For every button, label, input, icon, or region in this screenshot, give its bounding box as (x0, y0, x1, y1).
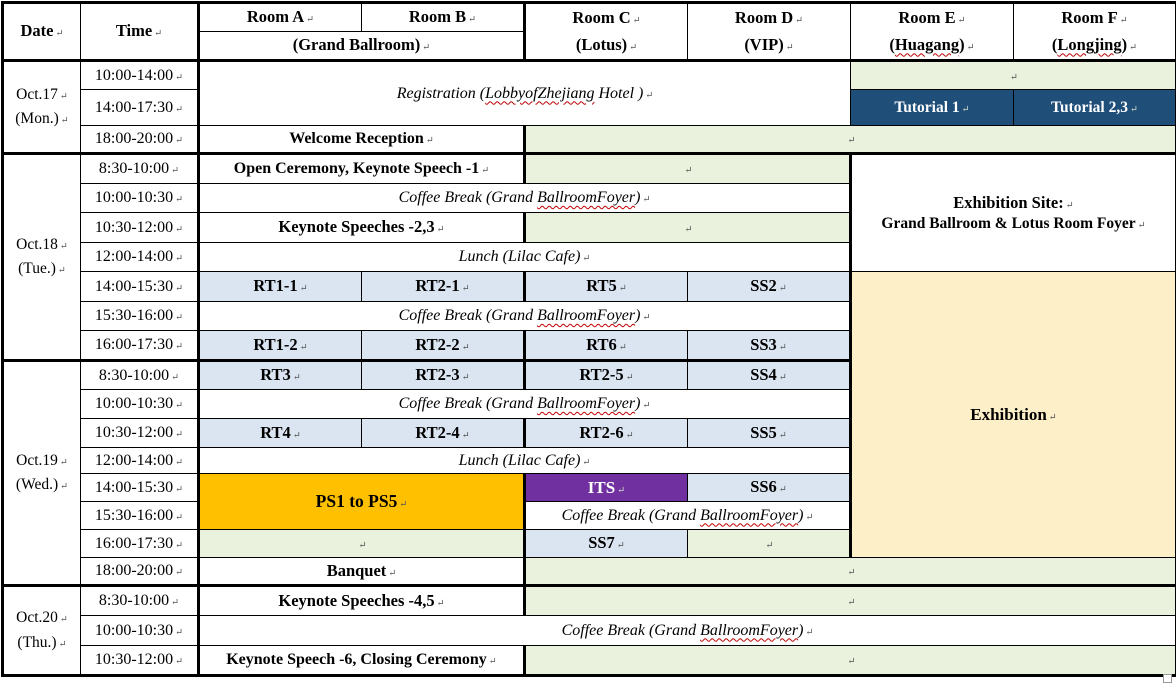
time-cell: 10:30-12:00↵ (80, 418, 200, 448)
session-rt5: RT5↵ (523, 271, 688, 302)
table-resize-handle[interactable] (1163, 674, 1172, 683)
keynote-6-closing-cell: Keynote Speech -6, Closing Ceremony↵ (198, 645, 525, 676)
misspelled-word: BallroomFoyer (700, 621, 799, 639)
empty-cell-oct20-cf-2: ↵ (523, 645, 1176, 676)
exhibition-cell: Exhibition↵ (849, 271, 1176, 558)
time-cell: 14:00-17:30↵ (80, 89, 200, 126)
lunch-cell: Lunch (Lilac Cafe)↵ (198, 447, 851, 474)
header-room-a: Room A↵ (198, 2, 362, 32)
time-cell: 12:00-14:00↵ (80, 447, 200, 474)
time-cell: 18:00-20:00↵ (80, 125, 200, 154)
session-rt2-4: RT2-4↵ (361, 418, 525, 448)
time-cell: 8:30-10:00↵ (80, 584, 200, 616)
empty-cell-oct17-cf: ↵ (523, 125, 1176, 154)
time-cell: 10:00-14:00↵ (80, 59, 200, 90)
session-ss3: SS3↵ (687, 330, 851, 361)
time-cell: 16:00-17:30↵ (80, 330, 200, 361)
misspelled-word: LobbyofZhejiang (485, 84, 595, 102)
session-ss6: SS6↵ (687, 473, 851, 502)
time-cell: 12:00-14:00↵ (80, 242, 200, 272)
time-cell: 14:00-15:30↵ (80, 271, 200, 302)
time-cell: 15:30-16:00↵ (80, 301, 200, 331)
session-ss5: SS5↵ (687, 418, 851, 448)
time-cell: 10:00-10:30↵ (80, 183, 200, 213)
session-rt6: RT6↵ (523, 330, 688, 361)
exhibition-site-cell: Exhibition Site:↵ Grand Ballroom & Lotus… (849, 152, 1176, 272)
misspelled-word: BallroomFoyer (537, 189, 636, 206)
header-room-c: Room C↵(Lotus)↵ (523, 2, 688, 61)
session-ss2: SS2↵ (687, 271, 851, 302)
header-time: Time↵ (80, 2, 200, 61)
session-rt3: RT3↵ (198, 359, 362, 390)
coffee-break-cell: Coffee Break (Grand BallroomFoyer)↵ (198, 183, 851, 213)
misspelled-word: BallroomFoyer (537, 395, 636, 412)
empty-cell-oct20-cf-1: ↵ (523, 584, 1176, 616)
time-cell: 10:30-12:00↵ (80, 212, 200, 243)
session-rt1-1: RT1-1↵ (198, 271, 362, 302)
session-rt2-6: RT2-6↵ (523, 418, 688, 448)
keynote-4-5-cell: Keynote Speeches -4,5↵ (198, 584, 525, 616)
open-ceremony-cell: Open Ceremony, Keynote Speech -1↵ (198, 152, 525, 184)
coffee-break-cell: Coffee Break (Grand BallroomFoyer)↵ (198, 301, 851, 331)
date-oct19: Oct.19↵(Wed.)↵ (2, 359, 81, 586)
header-date: Date↵ (2, 2, 81, 61)
poster-session-cell: PS1 to PS5↵ (198, 473, 525, 530)
welcome-reception-cell: Welcome Reception↵ (198, 125, 525, 154)
header-room-b: Room B↵ (361, 2, 525, 32)
empty-cell-oct19-ab: ↵ (198, 529, 525, 558)
banquet-cell: Banquet↵ (198, 557, 525, 586)
lunch-cell: Lunch (Lilac Cafe)↵ (198, 242, 851, 272)
time-cell: 16:00-17:30↵ (80, 529, 200, 558)
misspelled-word: BallroomFoyer (537, 307, 636, 324)
empty-cell-oct18-cd-1: ↵ (523, 152, 851, 184)
session-rt2-2: RT2-2↵ (361, 330, 525, 361)
coffee-break-cell: Coffee Break (Grand BallroomFoyer)↵ (523, 501, 851, 530)
empty-cell-oct19-cf: ↵ (523, 557, 1176, 586)
session-rt4: RT4↵ (198, 418, 362, 448)
time-cell: 10:00-10:30↵ (80, 615, 200, 646)
coffee-break-cell: Coffee Break (Grand BallroomFoyer)↵ (198, 615, 1176, 646)
date-oct20: Oct.20↵(Thu.)↵ (2, 584, 81, 676)
header-room-f: Room F↵(Longjing)↵ (1013, 2, 1176, 61)
misspelled-word: Longjing (1057, 34, 1122, 54)
tutorial-2-3-cell: Tutorial 2,3↵ (1013, 89, 1176, 126)
empty-cell-oct17-ef: ↵ (850, 59, 1176, 90)
coffee-break-cell: Coffee Break (Grand BallroomFoyer)↵ (198, 389, 851, 419)
date-oct18: Oct.18↵(Tue.)↵ (2, 152, 81, 361)
session-rt2-1: RT2-1↵ (361, 271, 525, 302)
its-cell: ITS↵ (523, 473, 688, 502)
registration-cell: Registration (LobbyofZhejiang Hotel )↵ (198, 59, 851, 126)
date-oct17: Oct.17↵(Mon.)↵ (2, 59, 81, 154)
misspelled-word: Huagang (894, 34, 960, 54)
empty-cell-oct18-cd-2: ↵ (523, 212, 851, 243)
misspelled-word: BallroomFoyer (700, 506, 799, 524)
keynote-2-3-cell: Keynote Speeches -2,3↵ (198, 212, 525, 243)
empty-cell-oct19-d: ↵ (687, 529, 851, 558)
time-cell: 10:00-10:30↵ (80, 389, 200, 419)
tutorial-1-cell: Tutorial 1↵ (850, 89, 1014, 126)
session-rt2-5: RT2-5↵ (523, 359, 688, 390)
time-cell: 18:00-20:00↵ (80, 557, 200, 586)
session-rt1-2: RT1-2↵ (198, 330, 362, 361)
header-room-e: Room E↵(Huagang)↵ (850, 2, 1014, 61)
session-ss7: SS7↵ (523, 529, 688, 558)
header-room-ab-subtitle: (Grand Ballroom)↵ (198, 31, 525, 61)
time-cell: 14:00-15:30↵ (80, 473, 200, 502)
session-ss4: SS4↵ (687, 359, 851, 390)
header-room-d: Room D↵(VIP)↵ (687, 2, 851, 61)
time-cell: 15:30-16:00↵ (80, 501, 200, 530)
session-rt2-3: RT2-3↵ (361, 359, 525, 390)
time-cell: 8:30-10:00↵ (80, 359, 200, 390)
time-cell: 10:30-12:00↵ (80, 645, 200, 676)
time-cell: 8:30-10:00↵ (80, 152, 200, 184)
